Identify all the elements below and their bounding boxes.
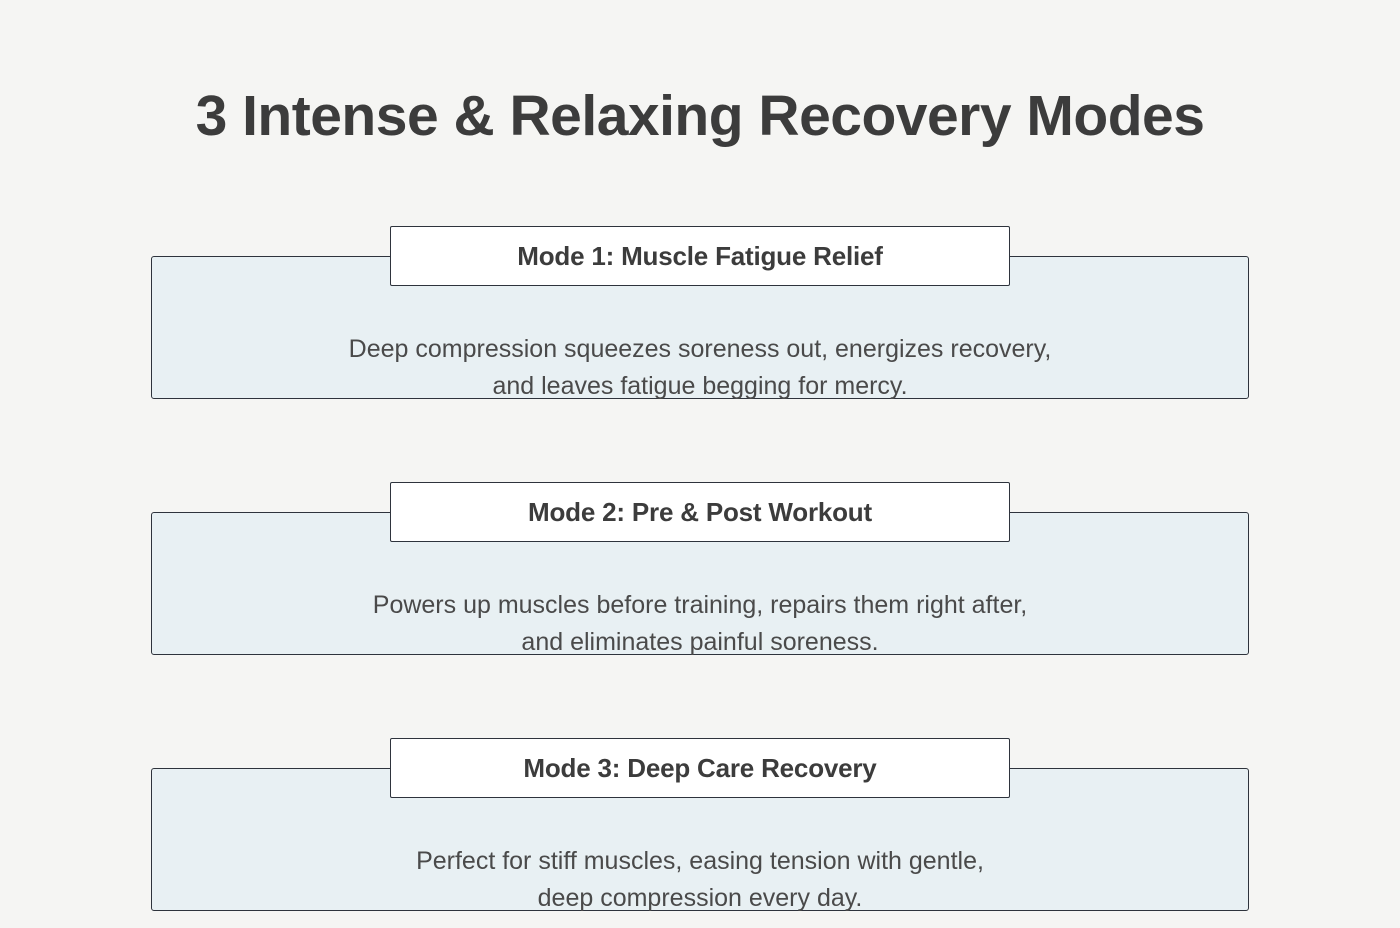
mode-card-body-2: Powers up muscles before training, repai… bbox=[152, 587, 1248, 661]
mode-card-body-3: Perfect for stiff muscles, easing tensio… bbox=[152, 843, 1248, 917]
mode-card-body-line: Perfect for stiff muscles, easing tensio… bbox=[416, 847, 984, 875]
mode-card-body-line: and eliminates painful soreness. bbox=[521, 628, 879, 656]
mode-card-header-3: Mode 3: Deep Care Recovery bbox=[390, 738, 1010, 798]
page-title: 3 Intense & Relaxing Recovery Modes bbox=[195, 84, 1205, 148]
list-item: Powers up muscles before training, repai… bbox=[151, 482, 1249, 656]
mode-card-header-2: Mode 2: Pre & Post Workout bbox=[390, 482, 1010, 542]
list-item: Deep compression squeezes soreness out, … bbox=[151, 226, 1249, 400]
mode-card-title: Mode 2: Pre & Post Workout bbox=[528, 496, 872, 527]
mode-card-title: Mode 3: Deep Care Recovery bbox=[523, 752, 877, 783]
list-item: Perfect for stiff muscles, easing tensio… bbox=[151, 738, 1249, 912]
mode-card-body-line: Deep compression squeezes soreness out, … bbox=[348, 335, 1052, 363]
mode-card-body-line: Powers up muscles before training, repai… bbox=[372, 591, 1028, 619]
mode-card-body-line: deep compression every day. bbox=[537, 884, 863, 912]
mode-card-header-1: Mode 1: Muscle Fatigue Relief bbox=[390, 226, 1010, 286]
mode-card-body-1: Deep compression squeezes soreness out, … bbox=[152, 331, 1248, 405]
mode-card-title: Mode 1: Muscle Fatigue Relief bbox=[517, 240, 883, 271]
mode-card-body-line: and leaves fatigue begging for mercy. bbox=[492, 372, 908, 400]
recovery-modes-list: Deep compression squeezes soreness out, … bbox=[0, 226, 1400, 912]
